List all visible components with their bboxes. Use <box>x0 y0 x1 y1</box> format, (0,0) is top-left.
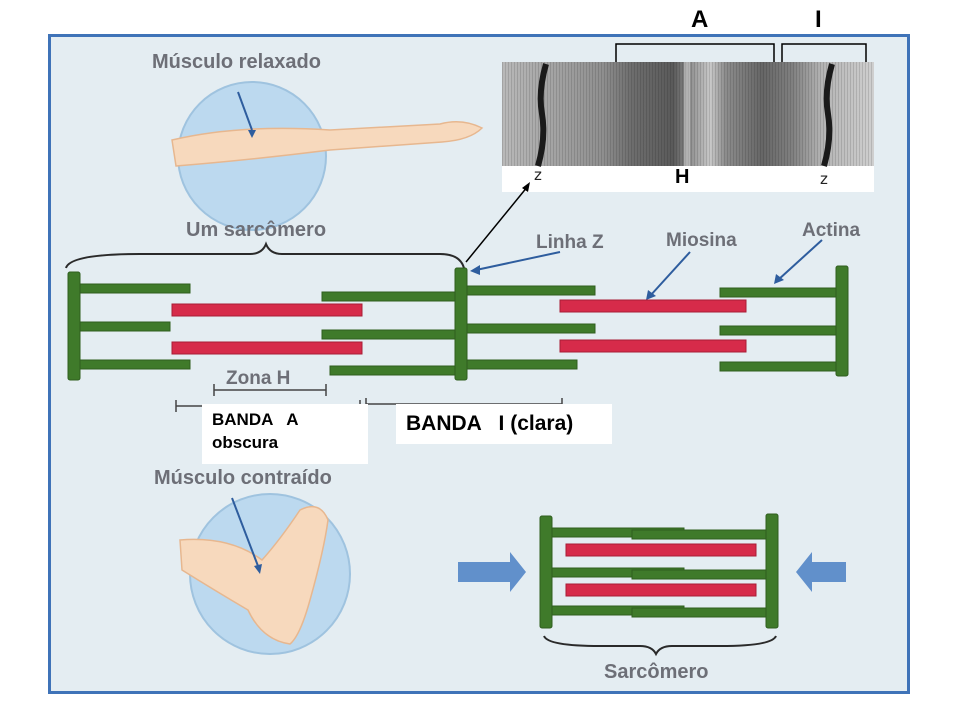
zona-h-label: Zona H <box>226 368 290 389</box>
z-label-left: z <box>534 166 542 184</box>
banda-a-line2: obscura <box>212 433 279 452</box>
banda-a-line1: BANDA A <box>212 410 299 429</box>
actina-label: Actina <box>802 220 861 241</box>
sarcomero-bottom-label: Sarcômero <box>604 661 709 683</box>
relaxed-label: Músculo relaxado <box>152 51 321 73</box>
h-zone-label: H <box>675 166 690 188</box>
band-a-letter: A <box>691 6 709 33</box>
sarcomere-label: Um sarcômero <box>186 219 326 241</box>
banda-a-box: BANDA A obscura <box>202 404 368 464</box>
contracted-label: Músculo contraído <box>154 467 332 489</box>
banda-i-label: BANDA I (clara) <box>406 412 574 435</box>
electron-micrograph <box>502 62 874 192</box>
contracted-muscle-figure <box>179 493 351 655</box>
z-label-right: z <box>820 170 828 188</box>
miosina-label: Miosina <box>666 230 737 251</box>
linha-z-label: Linha Z <box>536 232 604 253</box>
relaxed-muscle-figure <box>171 81 484 231</box>
band-i-letter: I <box>815 6 822 33</box>
banda-i-box: BANDA I (clara) <box>396 404 612 444</box>
